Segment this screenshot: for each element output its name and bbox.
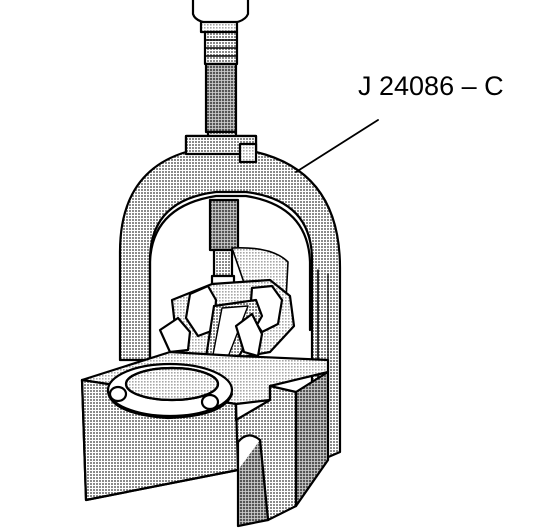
press-base bbox=[80, 350, 330, 528]
callout-leader bbox=[295, 119, 379, 173]
connecting-rod bbox=[158, 278, 296, 374]
bearing-ring bbox=[106, 362, 234, 420]
press-screw bbox=[191, 0, 250, 146]
press-plunger bbox=[208, 198, 240, 286]
tool-part-number: J 24086 – C bbox=[358, 71, 504, 101]
